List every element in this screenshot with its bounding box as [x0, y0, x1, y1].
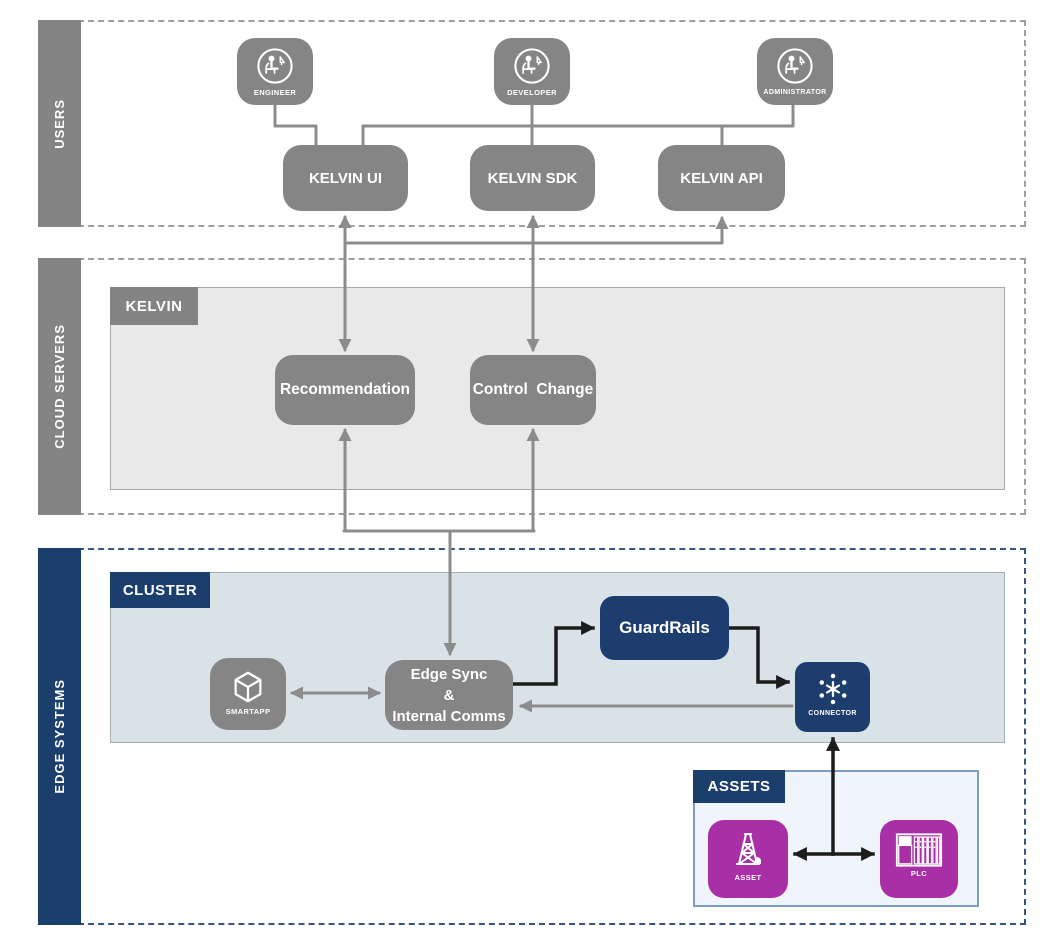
- asset-label: ASSET: [734, 873, 762, 882]
- edge-sync-node: Edge Sync & Internal Comms: [385, 660, 513, 730]
- cloud-servers-band-label: CLOUD SERVERS: [52, 324, 67, 449]
- oil-derrick-icon: [736, 833, 761, 865]
- connector-node: CONNECTOR: [795, 662, 870, 732]
- kelvin-panel-tab: KELVIN: [110, 287, 198, 325]
- users-band-label-bar: USERS: [38, 20, 81, 227]
- connector-label: CONNECTOR: [808, 710, 857, 717]
- asset-node: ASSET: [708, 820, 788, 898]
- edge-systems-band-label: EDGE SYSTEMS: [52, 679, 67, 794]
- users-band-label: USERS: [52, 98, 67, 149]
- plc-node: PLC: [880, 820, 958, 898]
- plc-label: PLC: [910, 869, 928, 878]
- cloud-servers-band-label-bar: CLOUD SERVERS: [38, 258, 81, 515]
- engineer-node: ENGINEER: [237, 38, 313, 105]
- cluster-panel-tab: CLUSTER: [110, 572, 210, 608]
- kelvin-sdk-node: KELVIN SDK: [470, 145, 595, 211]
- recommendation-node: Recommendation: [275, 355, 415, 425]
- smartapp-label: SMARTAPP: [225, 707, 271, 716]
- edge-sync-line2: &: [443, 686, 455, 704]
- guardrails-node: GuardRails: [600, 596, 729, 660]
- engineer-at-desk-icon: [257, 48, 293, 84]
- edge-systems-band-label-bar: EDGE SYSTEMS: [38, 548, 81, 925]
- developer-at-desk-icon: [514, 48, 550, 84]
- administrator-node: ADMINISTRATOR: [757, 38, 833, 105]
- cube-icon: [234, 671, 262, 703]
- hub-connector-icon: [819, 673, 846, 705]
- developer-label: DEVELOPER: [507, 88, 557, 97]
- smartapp-node: SMARTAPP: [210, 658, 286, 730]
- assets-panel-tab: ASSETS: [693, 770, 785, 803]
- plc-rack-icon: [895, 833, 943, 867]
- kelvin-api-node: KELVIN API: [658, 145, 785, 211]
- engineer-label: ENGINEER: [253, 88, 297, 97]
- administrator-at-desk-icon: [777, 48, 813, 84]
- control-change-node: Control Change: [470, 355, 596, 425]
- developer-node: DEVELOPER: [494, 38, 570, 105]
- edge-sync-line1: Edge Sync: [410, 665, 488, 683]
- kelvin-ui-node: KELVIN UI: [283, 145, 408, 211]
- edge-sync-line3: Internal Comms: [392, 707, 506, 725]
- administrator-label: ADMINISTRATOR: [763, 89, 827, 96]
